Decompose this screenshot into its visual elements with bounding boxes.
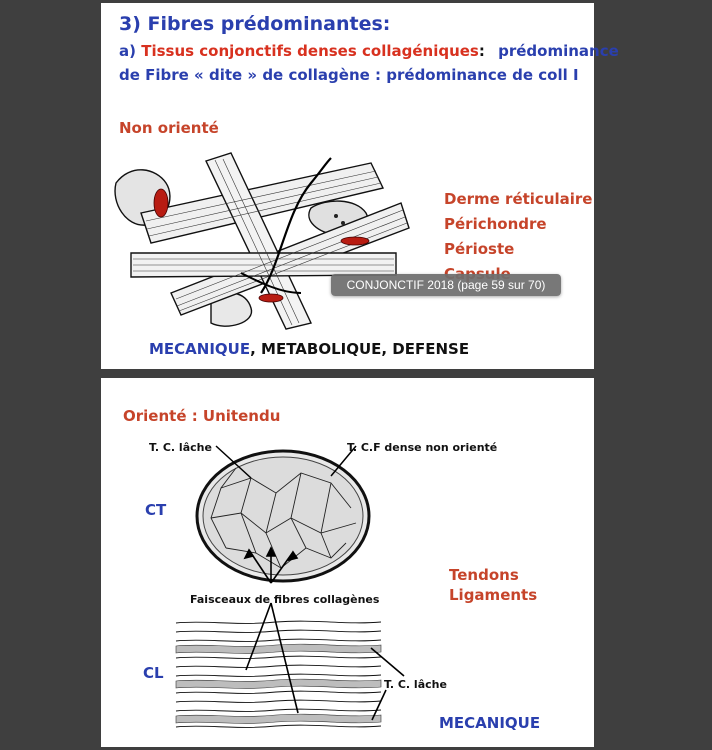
label-cl: CL [143, 664, 164, 682]
slide-1-heading: 3) Fibres prédominantes: [119, 13, 391, 35]
slide-2-footer: MECANIQUE [439, 714, 541, 732]
footer-mecanique: MECANIQUE [149, 340, 251, 358]
location-perioste: Périoste [444, 240, 515, 258]
slide-2: Orienté : Unitendu T. C. lâche T. C.F de… [101, 378, 594, 747]
slide-1-subheading: a) Tissus conjonctifs denses collagéniqu… [119, 42, 619, 60]
label-tcf-dense: T. C.F dense non orienté [347, 441, 498, 454]
subheading-red: Tissus conjonctifs denses collagéniques [141, 42, 479, 60]
slide-1-subheading-line2: de Fibre « dite » de collagène : prédomi… [119, 66, 579, 84]
slide-1: 3) Fibres prédominantes: a) Tissus conjo… [101, 3, 619, 369]
slide-1-footer: MECANIQUE, METABOLIQUE, DEFENSE [149, 340, 469, 358]
subheading-colon: : [478, 42, 485, 60]
label-tc-lache-top: T. C. lâche [149, 441, 212, 454]
label-ligaments: Ligaments [449, 586, 538, 604]
page-tooltip: CONJONCTIF 2018 (page 59 sur 70) [331, 274, 561, 296]
location-perichondre: Périchondre [444, 215, 547, 233]
label-tc-lache-bottom: T. C. lâche [384, 678, 447, 691]
label-faisceaux: Faisceaux de fibres collagènes [190, 593, 380, 606]
subheading-tail: prédominance [498, 42, 619, 60]
longitudinal-section-illustration [175, 602, 405, 728]
section-label-non-oriente: Non orienté [119, 119, 219, 137]
dense-irregular-tissue-illustration [114, 152, 410, 330]
section-label-oriente: Orienté : Unitendu [123, 407, 281, 425]
label-tendons: Tendons [449, 566, 519, 584]
faisceaux-arrows [243, 546, 299, 584]
cross-section-illustration [195, 445, 371, 583]
label-ct: CT [145, 501, 167, 519]
footer-rest: , METABOLIQUE, DEFENSE [250, 340, 470, 358]
subheading-prefix: a) [119, 42, 136, 60]
location-derme-reticulaire: Derme réticulaire [444, 190, 593, 208]
